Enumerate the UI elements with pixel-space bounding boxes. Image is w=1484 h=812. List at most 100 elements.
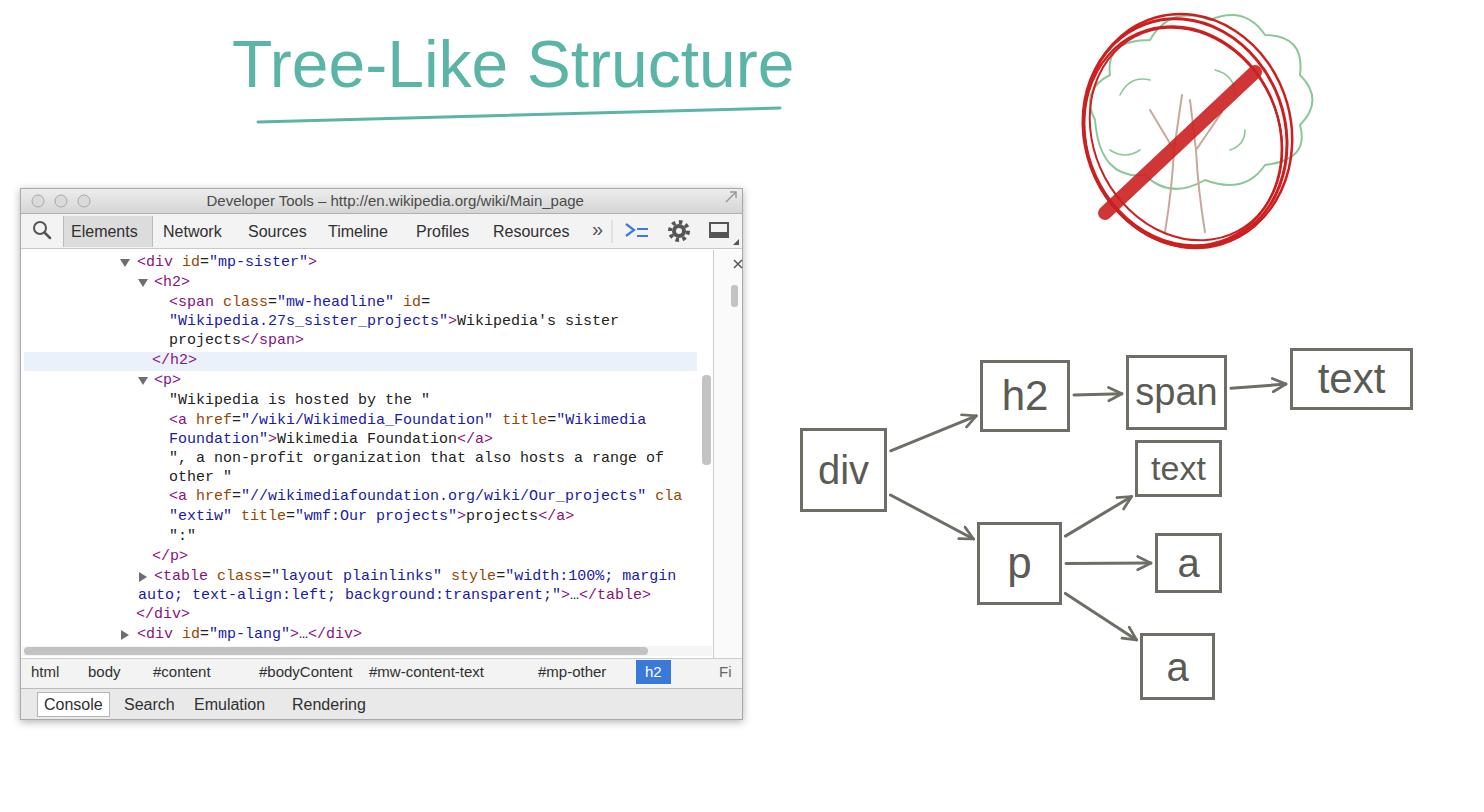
dock-icon [733,239,739,245]
code-token: title [241,508,286,525]
code-token: = [232,412,241,429]
code-token: > [268,431,277,448]
prohibition-circle [1056,0,1319,273]
breadcrumb: #mw-content-text [369,663,484,681]
tree-node-box: a [1140,633,1215,700]
code-token [208,568,217,585]
prohibition-circle [1051,0,1318,276]
code-token: </a> [457,431,493,448]
prohibition-circle [1050,0,1317,277]
connector-arrow [891,495,974,539]
tree-node-box: a [1155,533,1222,593]
highlighted-row [24,352,697,371]
node-label: text [1151,450,1206,487]
settings-gear [672,224,686,238]
drawer-tab: Rendering [292,695,366,714]
tree-sketch [1090,15,1313,232]
code-token: <p> [154,372,181,389]
scrollbar-thumb [731,285,738,307]
node-label: h2 [1002,373,1049,419]
tree-node-box: text [1135,440,1222,497]
code-token: > [308,254,317,271]
code-token: "mp-lang" [209,626,290,643]
code-token [173,626,182,643]
resize-icon [726,192,736,202]
search-icon [34,222,46,234]
code-line: <a href="//wikimediafoundation.org/wiki/… [169,488,682,506]
panel-tab: Network [163,222,222,241]
code-token: <h2> [154,274,190,291]
code-token: id [182,254,200,271]
code-token: = [286,508,295,525]
collapsed-triangle [121,630,129,640]
node-label: p [1007,539,1031,587]
tree-node-box: text [1290,348,1413,410]
dock-icon [710,223,728,237]
panel-tab: Elements [71,222,138,241]
prohibition-slash [1105,72,1255,213]
code-token: title [502,412,547,429]
panel-tab: Resources [493,222,569,241]
code-token: = [200,254,209,271]
expand-triangle [138,377,148,385]
tree-node-box: h2 [980,360,1070,432]
breadcrumb: #content [153,663,211,681]
console-icon [626,224,648,236]
code-token: id [403,294,421,311]
tree-node-box: div [800,428,887,512]
expand-triangle [120,259,130,267]
code-token: </div> [308,626,362,643]
window-button [78,195,90,207]
code-token: "//wikimediafoundation.org/wiki/Our_proj… [241,488,646,505]
scrollbar-thumb [702,375,711,465]
code-line: <a href="/wiki/Wikimedia_Foundation" tit… [169,412,646,430]
code-token: ", a non-profit organization that also h… [169,450,664,467]
code-line: other " [169,469,232,487]
drawer-tab-selected: Console [37,692,110,717]
breadcrumb: html [31,663,59,681]
code-token: Foundation" [169,431,268,448]
code-token [493,412,502,429]
code-line: "Wikipedia.27s_sister_projects">Wikipedi… [169,313,619,331]
code-token: "mw-headline" [277,294,394,311]
connector-arrow [891,416,977,451]
code-line: projects</span> [169,332,304,350]
code-token: cla [655,488,682,505]
code-token: projects [466,508,538,525]
code-token: "mp-sister" [209,254,308,271]
breadcrumb: #mp-other [538,663,606,681]
code-line: </h2> [152,352,197,370]
code-token [232,508,241,525]
window-button [32,195,44,207]
code-token: = [547,412,556,429]
dock-icon [710,232,728,237]
code-token [214,294,223,311]
code-token: other " [169,469,232,486]
code-token: … [570,587,579,604]
code-token: ":" [169,528,196,545]
search-icon [45,233,51,239]
code-token: "wmf:Our projects" [295,508,457,525]
code-token: "/wiki/Wikimedia_Foundation" [241,412,493,429]
collapsed-triangle [139,572,147,582]
code-token: class [217,568,262,585]
code-token [187,412,196,429]
code-token: = [232,488,241,505]
code-token: style [451,568,496,585]
code-token: "layout plainlinks" [271,568,442,585]
tree-node-box: span [1126,355,1227,430]
code-token: "Wikimedia [556,412,646,429]
more-tabs: » [592,217,603,241]
code-line: <span class="mw-headline" id= [169,294,430,312]
code-token: "width:100%; margin [505,568,676,585]
code-line: </div> [136,606,190,624]
code-token: > [290,626,299,643]
breadcrumb-selected: h2 [636,660,671,684]
close-icon [734,260,742,268]
panel-tab: Profiles [416,222,469,241]
code-token: "Wikipedia.27s_sister_projects" [169,313,448,330]
code-line: <h2> [154,274,190,292]
code-token: </p> [152,548,188,565]
code-token: </table> [579,587,651,604]
